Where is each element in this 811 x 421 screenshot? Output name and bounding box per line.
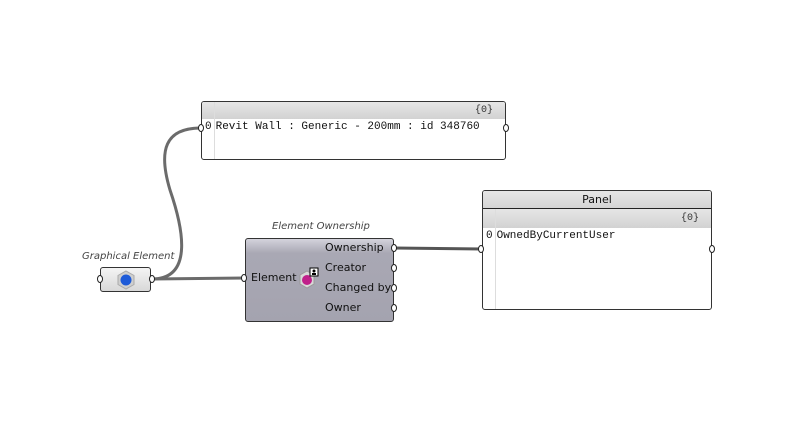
row-value: OwnedByCurrentUser	[496, 230, 616, 242]
ownership-icon	[299, 267, 319, 289]
wire-element-to-component[interactable]	[151, 276, 246, 281]
ownership-output-grip[interactable]	[391, 244, 397, 252]
owner-output-grip[interactable]	[391, 304, 397, 312]
panel-gutter	[495, 209, 496, 309]
graphical-element-icon	[117, 270, 135, 290]
wire-ownership-to-panel[interactable]	[393, 246, 483, 251]
creator-output-grip[interactable]	[391, 264, 397, 272]
input-element-label: Element	[251, 271, 297, 284]
panel-path: {0}	[483, 209, 711, 228]
graphical-element-output-grip[interactable]	[149, 275, 155, 283]
panel-gutter	[214, 102, 215, 159]
component-title: Element Ownership	[272, 221, 370, 232]
panel-title: Panel	[483, 191, 711, 209]
panel1-input-grip[interactable]	[198, 124, 204, 132]
wire-element-to-panel[interactable]	[151, 126, 202, 281]
panel-path: {0}	[202, 102, 505, 119]
output-ownership: Ownership	[325, 241, 384, 254]
panel2-input-grip[interactable]	[478, 245, 484, 253]
changed-by-output-grip[interactable]	[391, 284, 397, 292]
element-input-grip[interactable]	[241, 274, 247, 282]
graphical-element-input-grip[interactable]	[97, 275, 103, 283]
element-ownership-component[interactable]: Element Ownership Creator Changed by Own…	[245, 238, 394, 322]
panel1-output-grip[interactable]	[503, 124, 509, 132]
output-creator: Creator	[325, 261, 367, 274]
output-changed-by: Changed by	[325, 281, 392, 294]
row-index: 0	[486, 230, 493, 242]
output-owner: Owner	[325, 301, 361, 314]
graphical-element-label: Graphical Element	[82, 251, 175, 262]
row-index: 0	[205, 121, 212, 133]
panel2-output-grip[interactable]	[709, 245, 715, 253]
row-value: Revit Wall : Generic - 200mm : id 348760	[215, 121, 480, 133]
graphical-element-param[interactable]	[100, 267, 151, 292]
